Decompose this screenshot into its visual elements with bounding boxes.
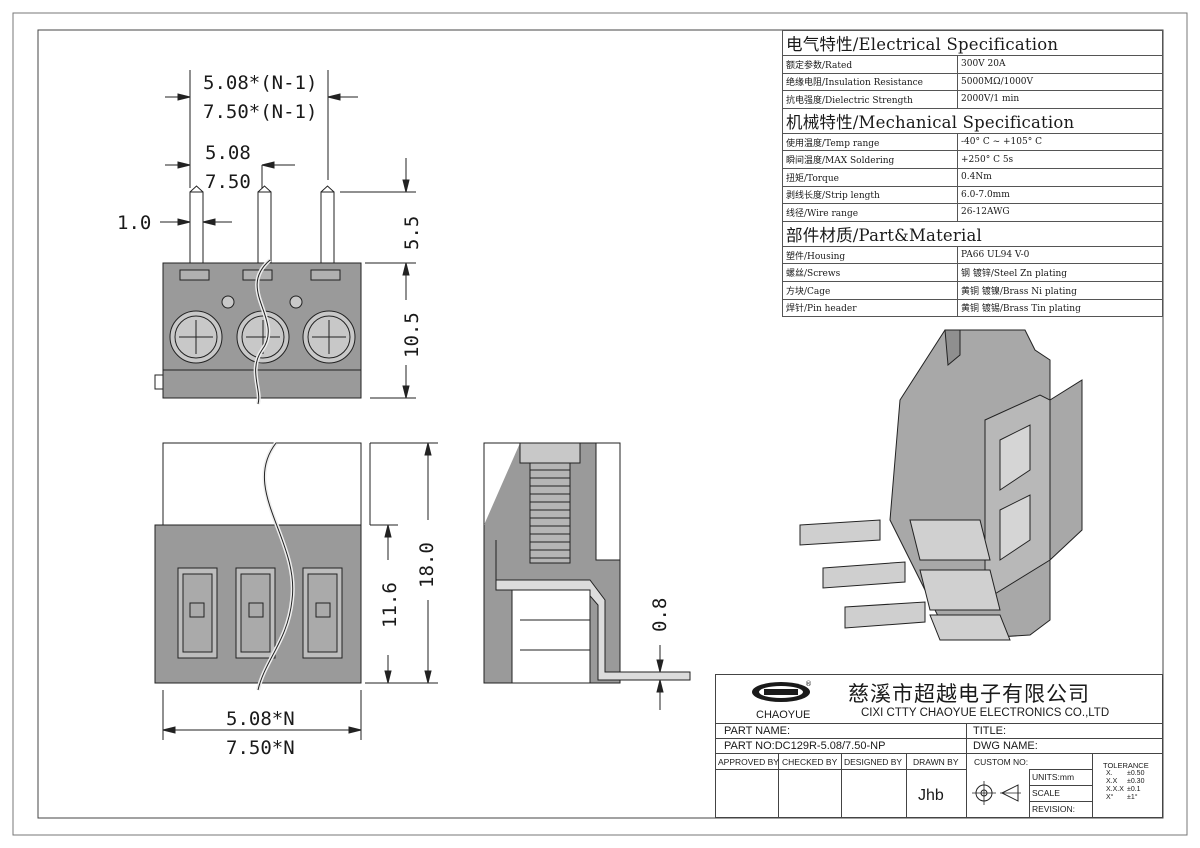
isometric-view — [799, 329, 1083, 641]
front-view — [154, 441, 371, 691]
spec-value: -40° C ~ +105° C — [957, 132, 1163, 152]
spec-value: 5000MΩ/1000V — [957, 72, 1163, 92]
company-name-cn: 慈溪市超越电子有限公司 — [848, 683, 1090, 706]
dim-width-n-b: 7.50*N — [226, 737, 295, 759]
revision-label: REVISION: — [1032, 804, 1075, 814]
title-block: ® CHAOYUE 慈溪市超越电子有限公司 CIXI CTTY CHAOYUE … — [715, 674, 1163, 818]
spec-label: 绝缘电阻/Insulation Resistance — [782, 72, 958, 92]
dim-pin-width: 1.0 — [117, 212, 151, 234]
company-name-en: CIXI CTTY CHAOYUE ELECTRONICS CO.,LTD — [861, 707, 1110, 719]
dim-pitch-n1-a: 5.08*(N-1) — [203, 72, 317, 94]
custom-no-label: CUSTOM NO: — [974, 757, 1029, 767]
side-view-dimensions — [640, 645, 668, 710]
logo-emblem-icon: ® — [752, 680, 812, 702]
logo-text: CHAOYUE — [756, 709, 811, 721]
spec-label: 额定参数/Rated — [782, 55, 958, 74]
tolerance-value: ±0.1 — [1127, 786, 1141, 793]
tolerance-value: ±1° — [1127, 794, 1138, 801]
dim-body-height: 10.5 — [401, 312, 423, 358]
outer-border — [12, 12, 1188, 836]
spec-section-material: 部件材质/Part&Material — [782, 220, 1163, 247]
spec-row: 使用温度/Temp range-40° C ~ +105° C — [782, 132, 1163, 152]
dwg-name-label: DWG NAME: — [973, 740, 1038, 752]
spec-label: 螺丝/Screws — [782, 263, 958, 282]
spec-value: 26-12AWG — [957, 203, 1163, 222]
top-view — [154, 185, 362, 405]
drawn-by-label: DRAWN BY — [913, 757, 959, 767]
title-label: TITLE: — [973, 725, 1007, 737]
spec-value: 钢 镀锌/Steel Zn plating — [957, 263, 1163, 282]
tolerance-title: TOLERANCE — [1103, 761, 1149, 770]
spec-value: 黄铜 镀锡/Brass Tin plating — [957, 298, 1163, 318]
spec-label: 瞬间温度/MAX Soldering — [782, 150, 958, 169]
top-view-dimensions — [160, 70, 416, 399]
dim-pin-thickness: 0.8 — [649, 598, 671, 632]
spec-section-mechanical: 机械特性/Mechanical Specification — [782, 107, 1163, 134]
spec-section-title: 电气特性/Electrical Specification — [782, 30, 1163, 56]
tolerance-value: ±0.50 — [1127, 770, 1145, 777]
part-number: PART NO:DC129R-5.08/7.50-NP — [724, 740, 886, 752]
designed-by-label: DESIGNED BY — [844, 757, 903, 767]
approved-by-label: APPROVED BY — [718, 757, 779, 767]
dim-pitch-n1-b: 7.50*(N-1) — [203, 101, 317, 123]
dim-total-height: 18.0 — [416, 542, 438, 588]
dim-pitch-a: 5.08 — [205, 142, 251, 164]
company-logo: ® — [750, 680, 812, 704]
side-section-view — [483, 442, 691, 684]
spec-value: +250° C 5s — [957, 150, 1163, 169]
tolerance-value: ±0.30 — [1127, 778, 1145, 785]
spec-value: 300V 20A — [957, 55, 1163, 74]
spec-label: 扭矩/Torque — [782, 167, 958, 187]
spec-value: 6.0-7.0mm — [957, 185, 1163, 205]
units-label: UNITS:mm — [1032, 772, 1075, 782]
spec-label: 使用温度/Temp range — [782, 132, 958, 152]
svg-text:®: ® — [805, 680, 812, 688]
dim-pin-length: 5.5 — [401, 216, 423, 250]
spec-label: 焊针/Pin header — [782, 298, 958, 318]
spec-section-title: 机械特性/Mechanical Specification — [782, 107, 1163, 134]
dim-front-height: 11.6 — [379, 582, 401, 628]
spec-label: 塑件/Housing — [782, 245, 958, 265]
spec-section-title: 部件材质/Part&Material — [782, 220, 1163, 247]
checked-by-label: CHECKED BY — [782, 757, 838, 767]
inner-border — [37, 29, 1164, 819]
spec-value: 0.4Nm — [957, 167, 1163, 187]
spec-value: 2000V/1 min — [957, 90, 1163, 109]
scale-label: SCALE — [1032, 788, 1060, 798]
part-name-label: PART NAME: — [724, 725, 791, 737]
spec-row: 瞬间温度/MAX Soldering+250° C 5s — [782, 150, 1163, 169]
spec-value: 黄铜 镀镍/Brass Ni plating — [957, 280, 1163, 300]
spec-label: 抗电强度/Dielectric Strength — [782, 90, 958, 109]
tolerance-key: X. — [1106, 770, 1113, 777]
projection-symbol-icon — [972, 781, 1021, 805]
dim-width-n-a: 5.08*N — [226, 708, 295, 730]
tolerance-key: X° — [1106, 794, 1114, 801]
specification-table: 电气特性/Electrical Specification 额定参数/Rated… — [782, 30, 1163, 318]
spec-label: 剥线长度/Strip length — [782, 185, 958, 205]
tolerance-key: X.X.X — [1106, 786, 1124, 793]
spec-section-electrical: 电气特性/Electrical Specification — [782, 30, 1163, 56]
spec-label: 方块/Cage — [782, 280, 958, 300]
spec-label: 线径/Wire range — [782, 203, 958, 222]
tolerance-key: X.X — [1106, 778, 1118, 785]
drawn-by-value: Jhb — [918, 787, 944, 804]
spec-value: PA66 UL94 V-0 — [957, 245, 1163, 265]
dim-pitch-b: 7.50 — [205, 171, 251, 193]
front-view-dimensions — [162, 442, 438, 740]
